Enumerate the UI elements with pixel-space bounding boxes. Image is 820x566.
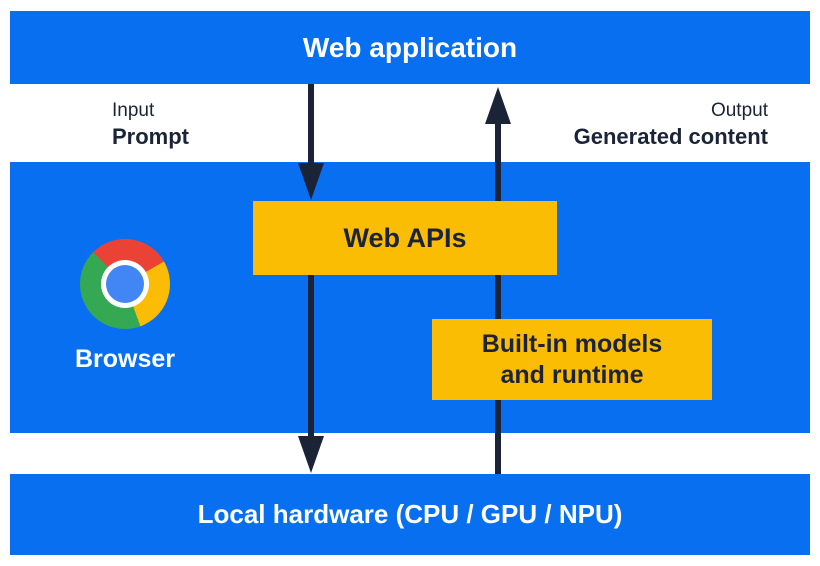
builtin-models-label-line1: Built-in models bbox=[481, 329, 663, 358]
output-arrow-shaft bbox=[495, 122, 501, 474]
input-arrow-upper-down-arrowhead-icon bbox=[298, 163, 324, 200]
input-arrow-upper-shaft bbox=[308, 84, 314, 164]
input-title: Input bbox=[112, 100, 155, 121]
local-hardware-label: Local hardware (CPU / GPU / NPU) bbox=[197, 499, 623, 529]
input-arrow-lower-down-arrowhead-icon bbox=[298, 436, 324, 473]
web-application-label: Web application bbox=[302, 31, 518, 63]
web-apis-box: Web APIs bbox=[253, 201, 557, 275]
chrome-icon-blue-core bbox=[106, 265, 144, 303]
input-label-block: Input Prompt bbox=[112, 99, 189, 150]
input-value: Prompt bbox=[112, 123, 189, 149]
chrome-browser-icon bbox=[80, 239, 170, 329]
output-value: Generated content bbox=[573, 123, 768, 149]
builtin-models-label-line2: and runtime bbox=[500, 360, 644, 389]
output-title: Output bbox=[710, 100, 768, 121]
web-application-bar: Web application bbox=[10, 11, 810, 84]
local-hardware-bar: Local hardware (CPU / GPU / NPU) bbox=[10, 474, 810, 555]
builtin-models-box: Built-in models and runtime bbox=[432, 319, 712, 400]
output-arrow-up-arrowhead-icon bbox=[485, 87, 511, 124]
web-apis-label: Web APIs bbox=[343, 222, 467, 253]
output-label-block: Output Generated content bbox=[574, 99, 768, 150]
input-arrow-lower-shaft bbox=[308, 275, 314, 436]
browser-label: Browser bbox=[74, 345, 176, 373]
